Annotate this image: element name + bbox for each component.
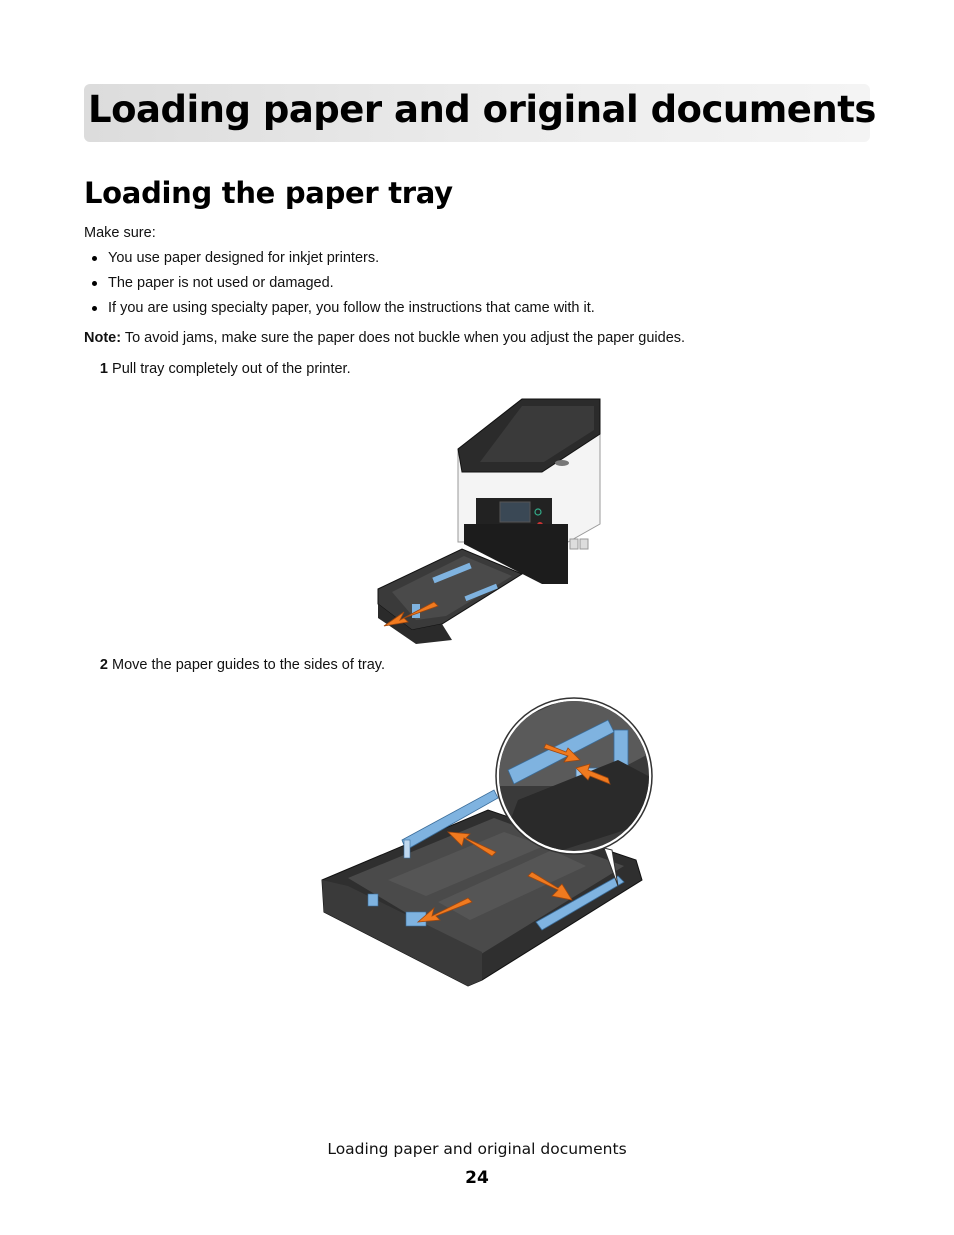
bullet-icon — [92, 281, 97, 286]
step-text: Pull tray completely out of the printer. — [112, 361, 351, 377]
footer-title: Loading paper and original documents — [327, 1140, 627, 1158]
printer-tray-pulled-illustration — [377, 398, 601, 644]
chapter-title-band — [84, 84, 870, 142]
bullet-icon — [92, 306, 97, 311]
page-number: 24 — [465, 1168, 489, 1188]
requirements-list: You use paper designed for inkjet printe… — [84, 248, 595, 323]
note-paragraph: Note: To avoid jams, make sure the paper… — [84, 330, 685, 346]
step-1: 1 Pull tray completely out of the printe… — [84, 361, 351, 377]
list-item: You use paper designed for inkjet printe… — [84, 248, 595, 273]
section-title: Loading the paper tray — [84, 176, 453, 210]
step-text: Move the paper guides to the sides of tr… — [112, 657, 386, 673]
paper-guides-illustration — [321, 697, 653, 987]
step-number: 2 — [99, 657, 108, 673]
chapter-title: Loading paper and original documents — [88, 88, 876, 131]
list-item: The paper is not used or damaged. — [84, 273, 595, 298]
note-label: Note: — [84, 330, 122, 346]
step-number: 1 — [99, 361, 108, 377]
bullet-icon — [92, 256, 97, 261]
step-2: 2 Move the paper guides to the sides of … — [84, 657, 385, 673]
intro-text: Make sure: — [84, 225, 156, 241]
list-item: If you are using specialty paper, you fo… — [84, 298, 595, 323]
note-text: To avoid jams, make sure the paper does … — [121, 330, 686, 346]
